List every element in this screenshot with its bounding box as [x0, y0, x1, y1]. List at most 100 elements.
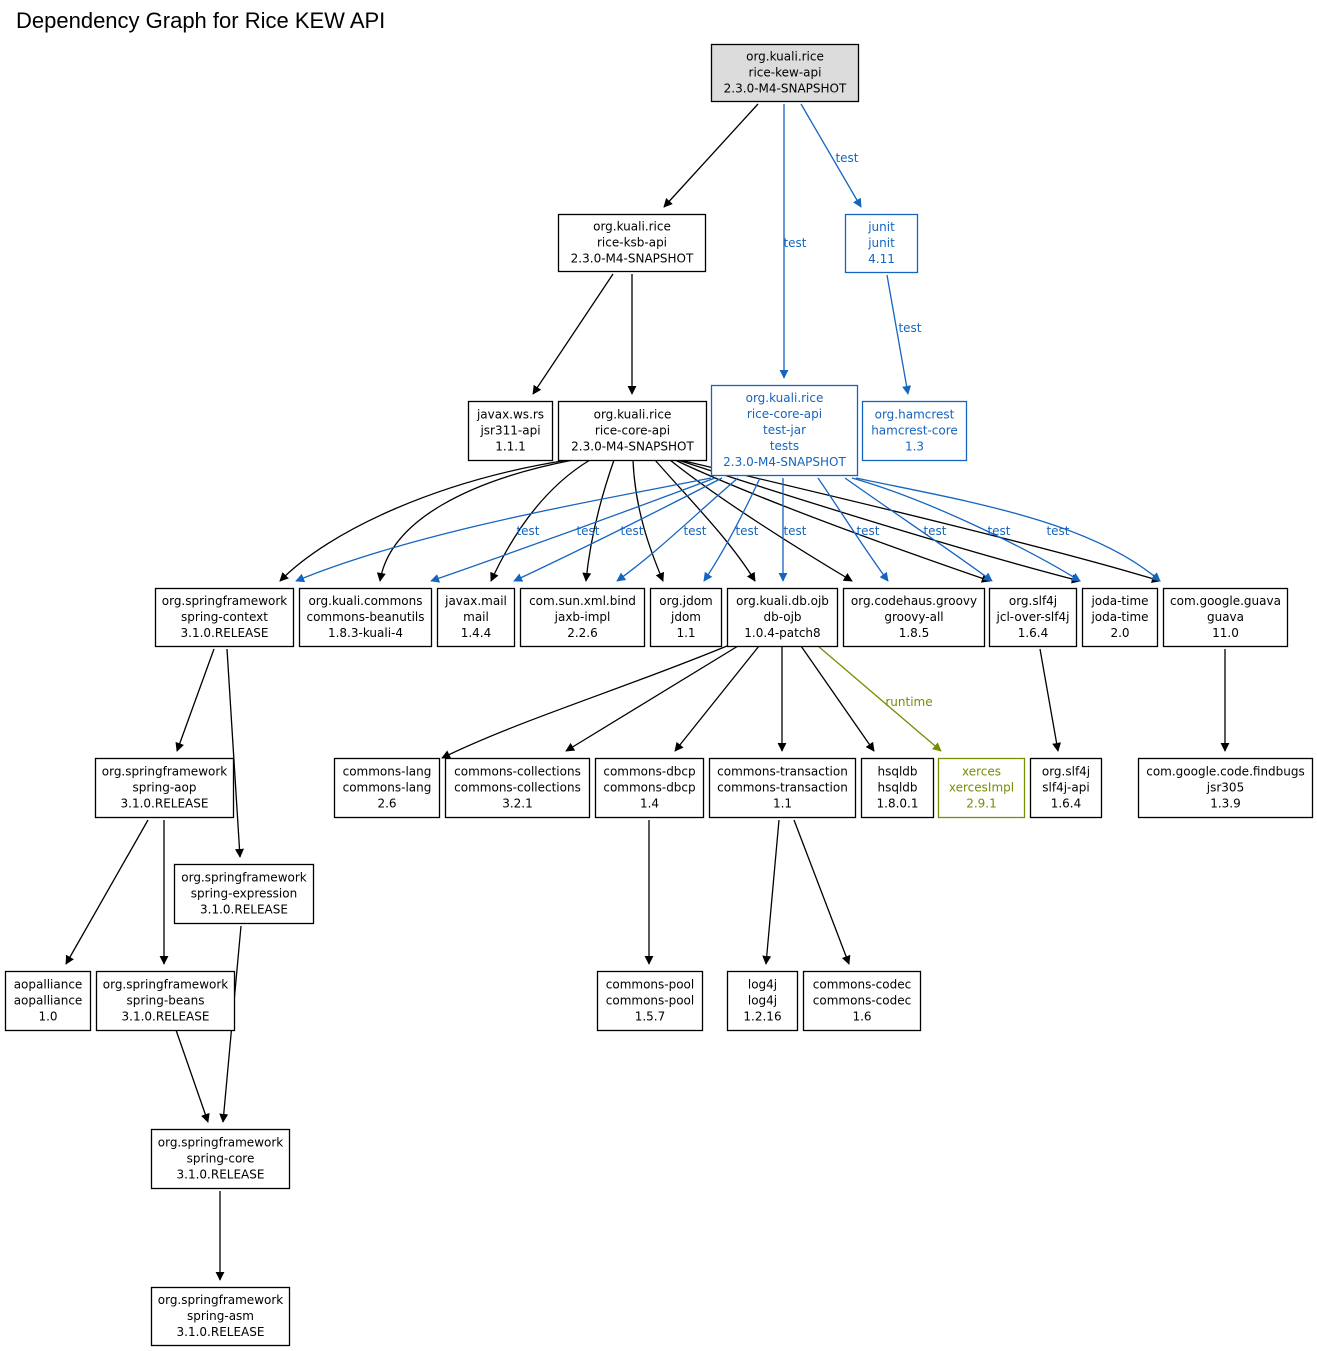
node-box — [988, 587, 1078, 648]
node-box — [726, 970, 799, 1032]
node-label-line: commons-beanutils — [306, 610, 424, 624]
node-label-line: spring-context — [181, 610, 268, 624]
edge-core-api-to-jaxb — [582, 459, 615, 582]
node-label-line: 1.0.4-patch8 — [744, 626, 820, 640]
edge-core-api-test-to-jaxb — [616, 477, 739, 582]
node-label-line: groovy-all — [884, 610, 943, 624]
edge-kew-api-to-ksb-api — [663, 103, 759, 208]
node-label-line: 2.6 — [377, 797, 396, 811]
edge-label-core-api-test-to-jcl: test — [923, 524, 946, 538]
node-box — [94, 757, 235, 819]
node-label-line: org.springframework — [181, 871, 307, 885]
node-label-line: 1.3.9 — [1210, 797, 1241, 811]
node-box — [710, 384, 859, 477]
node-box — [594, 757, 705, 819]
node-label-line: org.kuali.rice — [593, 220, 671, 234]
node-label-line: org.springframework — [158, 1136, 284, 1150]
node-label-line: org.springframework — [102, 765, 228, 779]
edge-ctrans-to-codec — [793, 819, 851, 965]
node-box — [436, 587, 516, 648]
node-label-line: 1.1 — [773, 797, 792, 811]
edge-spring-context-to-spring-expr — [226, 648, 244, 858]
node-box — [708, 757, 857, 819]
node-label-line: 1.0 — [38, 1010, 57, 1024]
edge-ojb-to-xerces — [817, 645, 942, 752]
node-box — [557, 213, 707, 273]
node-label-line: xerces — [962, 765, 1001, 779]
node-label-line: org.kuali.rice — [594, 408, 672, 422]
node-label-line: org.hamcrest — [875, 408, 955, 422]
edge-ojb-to-ccoll — [565, 645, 739, 752]
node-label-line: tests — [770, 439, 799, 453]
node-label-line: org.slf4j — [1042, 765, 1090, 779]
node-ccoll: commons-collectionscommons-collections3.… — [444, 757, 591, 819]
node-label-line: hsqldb — [877, 781, 917, 795]
node-label-line: rice-ksb-api — [597, 236, 667, 250]
node-label-line: 1.3 — [905, 440, 924, 454]
node-label-line: spring-aop — [132, 781, 196, 795]
node-label-line: xercesImpl — [949, 781, 1014, 795]
node-box — [861, 400, 968, 462]
node-box — [726, 587, 839, 648]
edge-core-api-to-mail — [490, 459, 591, 582]
node-spring-aop: org.springframeworkspring-aop3.1.0.RELEA… — [94, 757, 235, 819]
edge-label-core-api-test-to-jdom: test — [735, 524, 758, 538]
node-label-line: rice-kew-api — [749, 66, 822, 80]
node-label-line: 2.3.0-M4-SNAPSHOT — [723, 455, 846, 469]
node-box — [95, 970, 236, 1032]
node-label-line: junit — [867, 236, 895, 250]
node-label-line: 1.1.1 — [495, 440, 526, 454]
node-label-line: commons-transaction — [717, 781, 848, 795]
node-label-line: 1.4 — [640, 797, 659, 811]
edge-core-api-to-groovy — [669, 459, 853, 582]
node-label-line: 1.6.4 — [1051, 797, 1082, 811]
node-label-line: commons-collections — [454, 765, 581, 779]
edge-label-core-api-test-to-ojb: test — [783, 524, 806, 538]
edge-core-api-to-beanutils — [376, 459, 574, 582]
edge-core-api-test-to-beanutils — [430, 477, 716, 583]
node-kew-api: org.kuali.ricerice-kew-api2.3.0-M4-SNAPS… — [710, 43, 860, 103]
edge-ojb-to-dbcp — [674, 645, 760, 752]
edge-ojb-to-hsqldb — [800, 645, 875, 752]
node-label-line: commons-dbcp — [603, 765, 695, 779]
node-label-line: jcl-over-slf4j — [996, 610, 1070, 624]
node-label-line: jaxb-impl — [554, 610, 611, 624]
node-label-line: 1.5.7 — [635, 1010, 666, 1024]
node-label-line: 1.1 — [676, 626, 695, 640]
node-box — [150, 1286, 291, 1347]
node-label-line: rice-core-api — [747, 407, 822, 421]
edge-core-api-test-to-groovy — [817, 477, 889, 582]
node-label-line: guava — [1207, 610, 1244, 624]
edge-core-api-test-to-guava — [855, 477, 1161, 582]
node-box — [860, 757, 935, 819]
edge-label-core-api-test-to-beanutils: test — [576, 524, 599, 538]
node-label-line: jdom — [670, 610, 701, 624]
node-box — [519, 587, 646, 648]
edge-jcl-to-slf4j-api — [1039, 648, 1062, 752]
node-box — [710, 43, 860, 103]
edge-label-kew-api-to-junit: test — [835, 151, 858, 165]
edge-core-api-to-joda — [677, 459, 1081, 584]
node-label-line: commons-pool — [606, 994, 694, 1008]
node-spring-expr: org.springframeworkspring-expression3.1.… — [173, 863, 315, 925]
edge-core-api-to-jcl — [674, 459, 991, 583]
node-label-line: 2.9.1 — [966, 797, 997, 811]
node-label-line: 2.3.0-M4-SNAPSHOT — [571, 440, 694, 454]
edge-core-api-to-ojb — [654, 459, 756, 582]
node-beanutils: org.kuali.commonscommons-beanutils1.8.3-… — [298, 587, 433, 648]
edge-ksb-api-to-jsr311 — [532, 273, 614, 395]
node-label-line: 3.1.0.RELEASE — [122, 1010, 210, 1024]
